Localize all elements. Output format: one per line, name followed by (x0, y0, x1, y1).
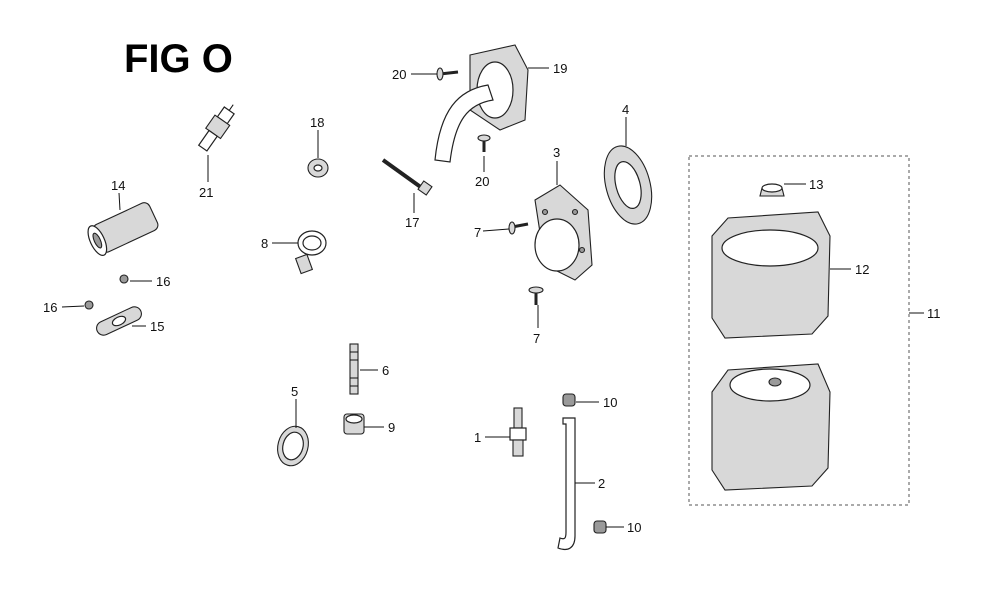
callout-4: 4 (622, 102, 629, 117)
part-7-screw-a (508, 221, 529, 235)
callout-10-a: 10 (603, 395, 617, 410)
callout-7-b: 7 (533, 331, 540, 346)
callout-1: 1 (474, 430, 481, 445)
callout-19: 19 (553, 61, 567, 76)
part-17-bolt (381, 158, 433, 196)
part-12-pre-filter (711, 211, 831, 339)
callout-6: 6 (382, 363, 389, 378)
part-10-clip-b (593, 520, 607, 534)
part-18-washer (307, 158, 329, 178)
part-5-ring (277, 425, 309, 467)
callout-17: 17 (405, 215, 419, 230)
part-19-breather-flange (434, 44, 529, 163)
callout-20-b: 20 (475, 174, 489, 189)
part-20-screw-b (477, 134, 491, 152)
leader-lines (61, 67, 924, 528)
callout-5: 5 (291, 384, 298, 399)
part-20-screw-a (436, 67, 459, 81)
callout-7-a: 7 (474, 225, 481, 240)
part-8-clamp (294, 230, 327, 275)
figure-title: FIG O (124, 37, 233, 81)
callout-8: 8 (261, 236, 268, 251)
callout-18: 18 (310, 115, 324, 130)
part-3-cover (534, 184, 593, 281)
part-6-stud (349, 343, 359, 395)
callout-16-b: 16 (43, 300, 57, 315)
part-2-tube (557, 417, 576, 551)
callout-15: 15 (150, 319, 164, 334)
callout-13: 13 (809, 177, 823, 192)
callout-21: 21 (199, 185, 213, 200)
part-7-screw-b (528, 286, 544, 305)
part-4-gasket (603, 145, 653, 225)
part-21-spark-plug (197, 104, 235, 152)
air-filter-element (711, 363, 831, 491)
callout-3: 3 (553, 145, 560, 160)
part-14-pipe (87, 202, 159, 256)
part-10-clip-a (562, 393, 576, 407)
callout-9: 9 (388, 420, 395, 435)
callout-16-a: 16 (156, 274, 170, 289)
part-15-gasket (96, 306, 142, 336)
part-16-nut-a (119, 274, 129, 284)
part-13-cap (759, 183, 785, 197)
part-16-nut-b (84, 300, 94, 310)
part-9-nut (343, 413, 365, 435)
callout-11: 11 (927, 306, 941, 321)
callout-10-b: 10 (627, 520, 641, 535)
callout-20-a: 20 (392, 67, 406, 82)
callout-2: 2 (598, 476, 605, 491)
callout-14: 14 (111, 178, 125, 193)
part-1-fitting (509, 407, 527, 457)
callout-12: 12 (855, 262, 869, 277)
part-11-air-cleaner-group (688, 155, 910, 506)
